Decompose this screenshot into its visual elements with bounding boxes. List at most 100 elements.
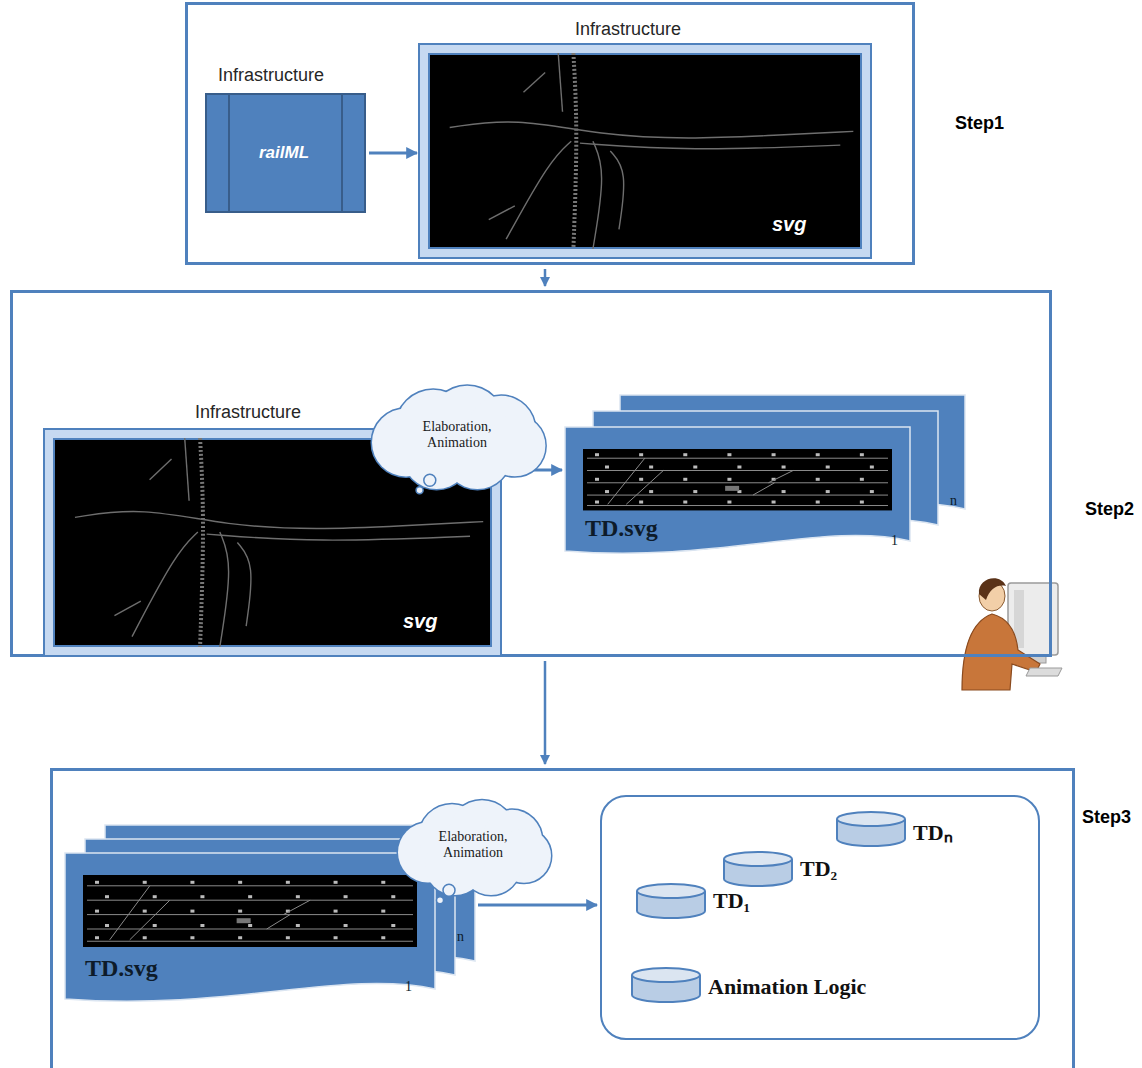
signal-mark	[826, 466, 830, 469]
file-name: TD.svg	[585, 515, 658, 542]
track-line	[87, 900, 413, 901]
signal-mark	[870, 490, 874, 493]
signal-mark	[238, 936, 242, 939]
person-body	[962, 614, 1040, 690]
railml-document: InfrastructurerailML	[205, 93, 366, 213]
signal-mark	[95, 936, 99, 939]
keyboard	[1026, 668, 1062, 676]
track-line	[200, 438, 203, 647]
track-line	[523, 73, 545, 93]
signal-mark	[639, 453, 643, 456]
signal-mark	[143, 881, 147, 884]
page-number: 1	[405, 979, 412, 995]
signal-mark	[190, 881, 194, 884]
track-line	[587, 482, 888, 483]
signal-mark	[772, 453, 776, 456]
file-name: TD.svg	[85, 955, 158, 982]
cylinder-top	[632, 968, 700, 982]
track-line	[558, 53, 562, 112]
signal-mark	[344, 895, 348, 898]
signal-mark	[649, 490, 653, 493]
track-line	[150, 459, 172, 480]
screenshot	[83, 875, 417, 947]
signal-mark	[381, 881, 385, 884]
signal-mark	[727, 478, 731, 481]
signal-mark	[727, 501, 731, 504]
signal-mark	[190, 936, 194, 939]
cylinder-top	[837, 812, 905, 826]
train-mark	[237, 918, 251, 923]
signal-mark	[381, 910, 385, 913]
signal-mark	[190, 910, 194, 913]
signal-mark	[693, 490, 697, 493]
flow-arrow	[369, 152, 417, 155]
database-cylinder: TD₂	[722, 846, 847, 896]
database-label: TDₙ	[913, 816, 953, 846]
box-heading: Infrastructure	[195, 402, 301, 423]
database-label: TD₁	[713, 888, 750, 914]
signal-mark	[391, 895, 395, 898]
signal-mark	[782, 490, 786, 493]
signal-mark	[143, 936, 147, 939]
page-number: n	[950, 493, 957, 509]
format-name: railML	[259, 143, 309, 163]
track-line	[87, 914, 413, 915]
track-line	[753, 483, 775, 495]
signal-mark	[391, 924, 395, 927]
signal-mark	[816, 478, 820, 481]
signal-mark	[286, 881, 290, 884]
track-line	[593, 141, 602, 249]
page	[65, 853, 435, 1001]
signal-mark	[286, 936, 290, 939]
format-name: svg	[403, 610, 437, 633]
track-line	[610, 151, 623, 229]
track-line	[587, 495, 888, 496]
signal-mark	[344, 924, 348, 927]
signal-mark	[816, 453, 820, 456]
signal-mark	[605, 490, 609, 493]
track-line	[110, 886, 150, 940]
page-number: 1	[891, 533, 898, 549]
signal-mark	[605, 466, 609, 469]
track-line	[114, 601, 140, 616]
thought-bubble	[437, 897, 444, 904]
signal-mark	[683, 478, 687, 481]
shape-outline	[835, 806, 909, 852]
format-name: svg	[772, 213, 806, 236]
svg-screenshot: Infrastructuresvg	[420, 45, 870, 257]
signal-mark	[639, 501, 643, 504]
thought-cloud: Elaboration, Animation	[372, 406, 542, 498]
track-line	[87, 941, 413, 942]
screenshot	[583, 449, 892, 510]
page-number: n	[457, 929, 464, 945]
signal-mark	[860, 478, 864, 481]
track-line	[132, 532, 198, 637]
track-line	[580, 143, 840, 149]
signal-mark	[200, 924, 204, 927]
signal-mark	[95, 881, 99, 884]
cloud-text: Elaboration, Animation	[422, 829, 524, 861]
track-line	[587, 470, 888, 471]
track-line	[608, 458, 645, 504]
track-line	[573, 53, 576, 249]
person-illustration	[962, 578, 1062, 690]
shape-outline	[630, 962, 704, 1008]
signal-mark	[153, 895, 157, 898]
signal-mark	[693, 466, 697, 469]
flow-arrow	[478, 904, 597, 907]
signal-mark	[595, 501, 599, 504]
signal-mark	[639, 478, 643, 481]
signal-mark	[105, 924, 109, 927]
step-box: Elaboration, AnimationTD.svg1nTD₁TD₂TDₙA…	[50, 768, 1075, 1068]
thought-cloud: Elaboration, Animation	[398, 816, 548, 908]
signal-mark	[153, 924, 157, 927]
track-line	[87, 929, 413, 930]
signal-mark	[772, 501, 776, 504]
train-mark	[725, 486, 739, 491]
signal-mark	[248, 895, 252, 898]
signal-mark	[826, 490, 830, 493]
signal-mark	[381, 936, 385, 939]
flow-arrow	[544, 661, 547, 764]
signal-mark	[334, 910, 338, 913]
